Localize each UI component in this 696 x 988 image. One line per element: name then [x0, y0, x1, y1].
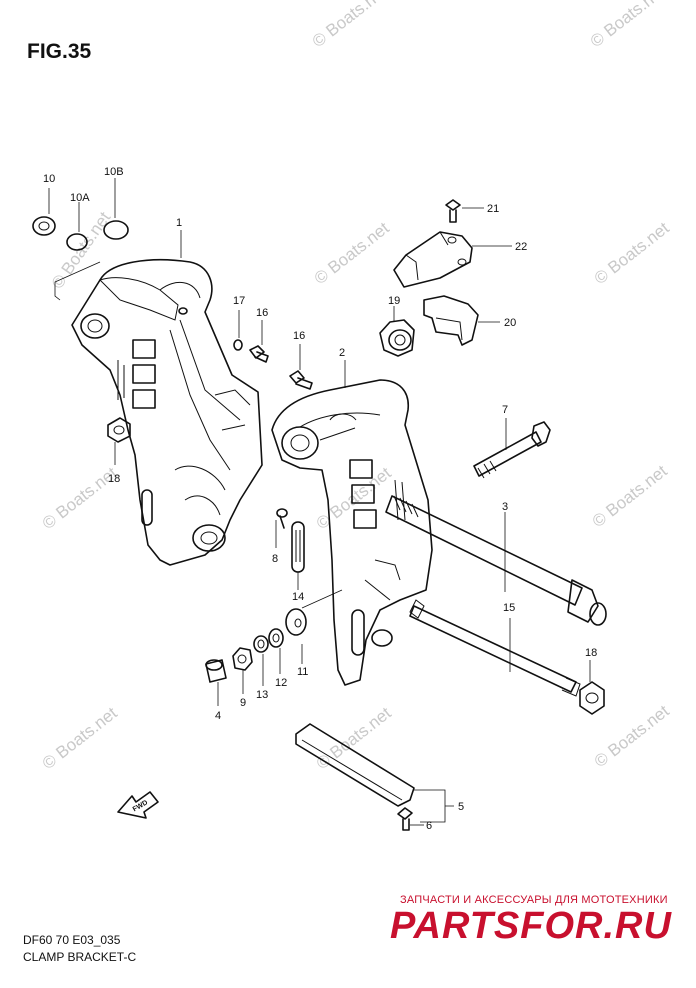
fwd-arrow-icon: FWD: [117, 791, 159, 819]
part-5-plate: [295, 723, 454, 823]
callout-18: 18: [585, 647, 597, 659]
callout-9: 9: [240, 697, 246, 709]
part-17-washer: [233, 310, 243, 351]
callout-21: 21: [487, 203, 499, 215]
callout-22: 22: [515, 241, 527, 253]
watermark: © Boats.net: [39, 703, 121, 773]
part-19-grommet: [379, 306, 415, 357]
watermark: © Boats.net: [309, 0, 391, 51]
callout-3: 3: [502, 501, 508, 513]
callout-16: 16: [256, 307, 268, 319]
watermarks: © Boats.net © Boats.net © Boats.net © Bo…: [39, 0, 673, 773]
part-1-clamp-bracket: [71, 230, 263, 566]
callout-5: 5: [458, 801, 464, 813]
part-18-nut-right: [579, 660, 605, 715]
dealer-tagline: ЗАПЧАСТИ И АКСЕССУАРЫ ДЛЯ МОТОТЕХНИКИ: [400, 894, 668, 906]
callout-18: 18: [108, 473, 120, 485]
part-14-clip: [291, 521, 305, 590]
callout-1: 1: [176, 217, 182, 229]
watermark: © Boats.net: [591, 701, 673, 771]
callout-15: 15: [503, 602, 515, 614]
callout-8: 8: [272, 553, 278, 565]
callout-10: 10: [43, 173, 55, 185]
callout-14: 14: [292, 591, 304, 603]
part-13-lockwasher: [253, 635, 269, 686]
callout-10b: 10B: [104, 166, 124, 178]
watermark: © Boats.net: [311, 218, 393, 288]
part-16-bolt-upper: [249, 320, 269, 363]
part-22-cover: [393, 231, 512, 288]
part-7-bolt: [473, 418, 551, 479]
part-20-bracket: [423, 295, 500, 346]
part-21-bolt: [445, 199, 484, 223]
watermark: © Boats.net: [591, 218, 673, 288]
watermark: © Boats.net: [589, 461, 671, 531]
callout-12: 12: [275, 677, 287, 689]
callout-13: 13: [256, 689, 268, 701]
fwd-label: FWD: [132, 799, 149, 813]
watermark: © Boats.net: [48, 208, 115, 292]
part-16-bolt-lower: [289, 344, 313, 390]
callout-2: 2: [339, 347, 345, 359]
part-15-rod: [409, 599, 581, 697]
callout-20: 20: [504, 317, 516, 329]
part-12-washer: [268, 628, 284, 674]
callout-10a: 10A: [70, 192, 90, 204]
figure-title: FIG.35: [27, 40, 92, 63]
callout-6: 6: [426, 820, 432, 832]
part-18-nut-left: [107, 417, 131, 465]
part-9-nut: [232, 647, 253, 694]
callout-4: 4: [215, 710, 221, 722]
callout-labels: 10 10A 10B 1 17 16 16 2 18 21 22 19 20 7…: [43, 166, 597, 832]
part-10-nut-group: [32, 178, 129, 301]
dealer-brand-logo: PARTSFOR.RU: [390, 905, 672, 947]
part-4-bushing: [205, 659, 227, 706]
part-2-clamp-bracket: [271, 360, 433, 686]
callout-16: 16: [293, 330, 305, 342]
watermark: © Boats.net: [313, 703, 395, 773]
model-code: DF60 70 E03_035: [23, 933, 121, 947]
diagram-caption: CLAMP BRACKET-C: [23, 950, 137, 964]
callout-11: 11: [297, 666, 308, 678]
callout-19: 19: [388, 295, 400, 307]
part-8-screw: [275, 508, 288, 548]
part-6-bolt: [397, 807, 424, 831]
part-11-washer: [285, 589, 343, 664]
watermark: © Boats.net: [587, 0, 669, 51]
callout-17: 17: [233, 295, 245, 307]
part-3-tube: [385, 495, 607, 626]
callout-7: 7: [502, 404, 508, 416]
